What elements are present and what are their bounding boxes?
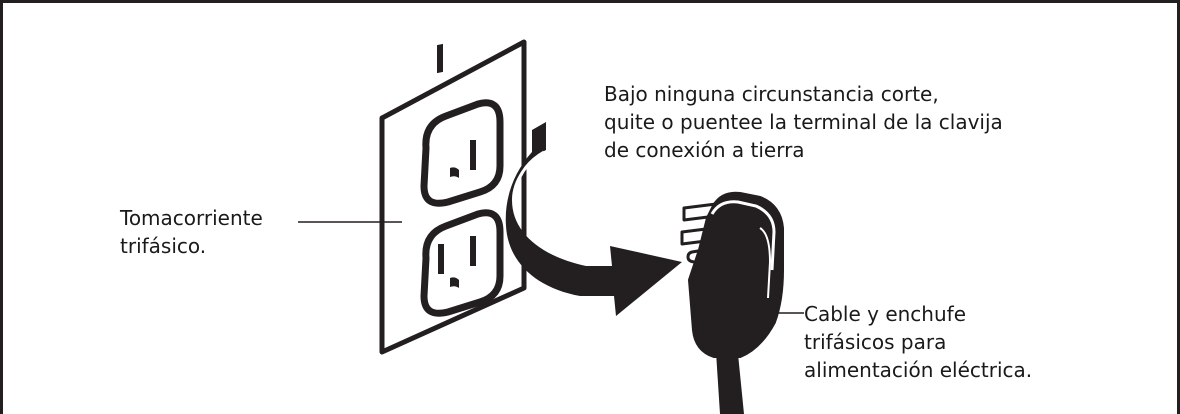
plug-label: Cable y enchufe trifásicos para alimenta… xyxy=(804,300,1032,384)
plug-label-line-1: Cable y enchufe xyxy=(804,302,967,326)
grounding-warning-label: Bajo ninguna circunstancia corte, quite … xyxy=(604,80,1003,164)
warning-label-line-3: de conexión a tierra xyxy=(604,138,805,162)
warning-label-line-1: Bajo ninguna circunstancia corte, xyxy=(604,82,939,106)
curved-arrow-icon xyxy=(505,122,682,316)
grounded-outlet-icon xyxy=(379,39,527,355)
outlet-label-line-1: Tomacorriente xyxy=(120,206,263,230)
outlet-label: Tomacorriente trifásico. xyxy=(120,204,263,260)
plug-label-line-3: alimentación eléctrica. xyxy=(804,358,1033,382)
warning-label-line-2: quite o puentee la terminal de la clavij… xyxy=(604,110,1003,134)
outlet-label-line-2: trifásico. xyxy=(120,234,207,258)
three-prong-plug-icon xyxy=(680,191,784,414)
plug-label-line-2: trifásicos para xyxy=(804,330,947,354)
